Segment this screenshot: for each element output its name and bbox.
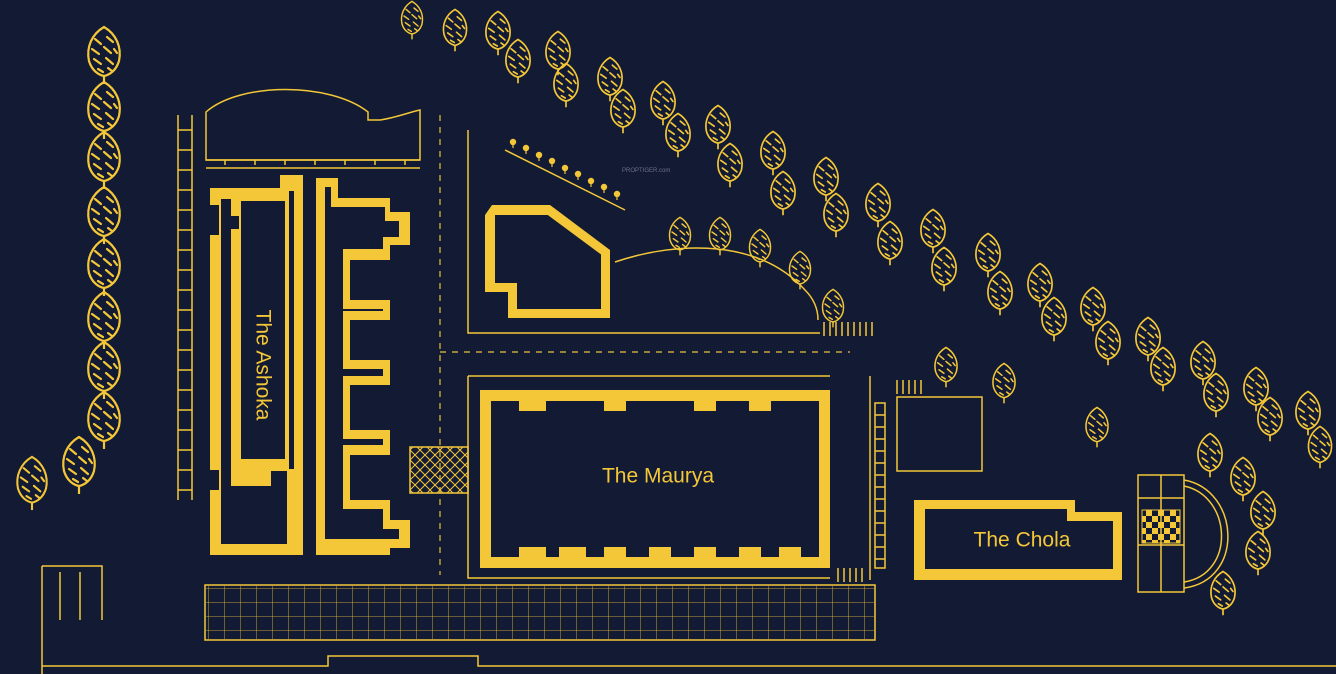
building-ashoka: The Ashoka: [210, 175, 410, 555]
tree-icon: [484, 10, 512, 56]
site-boundary: [41, 115, 1336, 674]
tree-icon: [400, 0, 424, 40]
tree-icon: [552, 62, 580, 108]
tree-icon: [876, 220, 904, 266]
tree-icon: [986, 270, 1014, 316]
tree-icon: [86, 25, 122, 85]
tree-icon: [609, 88, 637, 134]
tree-icon: [596, 56, 624, 102]
tree-icon: [934, 346, 958, 388]
watermark: PROPTIGER.com: [622, 168, 670, 174]
tree-icon: [1229, 456, 1257, 502]
tree-icon: [759, 130, 787, 176]
tree-icon: [1134, 316, 1162, 362]
connecting-bridge: [409, 446, 469, 494]
ashoka-label: The Ashoka: [251, 310, 274, 421]
tree-icon: [544, 30, 572, 76]
tree-icon: [822, 192, 850, 238]
tree-icon: [716, 142, 744, 188]
tree-icon: [86, 185, 122, 245]
tree-icon: [1040, 296, 1068, 342]
steps: [823, 322, 922, 582]
tree-icon: [1256, 396, 1284, 442]
tree-icon: [704, 104, 732, 150]
building-maurya: The Maurya: [480, 390, 830, 568]
maurya-label: The Maurya: [602, 465, 714, 488]
tree-icon: [1189, 340, 1217, 386]
tree-icon: [86, 130, 122, 190]
building-upper: [485, 205, 819, 321]
tree-icon: [1094, 320, 1122, 366]
tree-icon: [864, 182, 892, 228]
tree-icon: [86, 390, 122, 450]
tree-icon: [992, 362, 1016, 404]
tree-icon: [1307, 425, 1333, 469]
pool-area: [1137, 474, 1229, 593]
tree-icon: [16, 455, 48, 511]
tree-icon: [1149, 346, 1177, 392]
tree-icon: [1244, 530, 1272, 576]
tree-icon: [442, 8, 468, 52]
tree-icon: [61, 435, 97, 495]
tree-icon: [1249, 490, 1277, 536]
tree-icon: [504, 38, 532, 84]
sapling-row: [504, 138, 626, 211]
tree-icon: [1085, 406, 1109, 448]
tree-icon: [769, 170, 797, 216]
clubhouse: [205, 88, 421, 169]
chola-label: The Chola: [974, 529, 1071, 552]
tree-icon: [1209, 570, 1237, 616]
tree-icon: [86, 80, 122, 140]
tree-icon: [86, 340, 122, 400]
tree-icon: [821, 288, 845, 328]
internal-road: [439, 115, 850, 579]
tree-icon: [1242, 366, 1270, 412]
building-chola: The Chola: [914, 500, 1122, 580]
tree-icon: [974, 232, 1002, 278]
tree-icon: [788, 250, 812, 290]
tree-icon: [1196, 432, 1224, 478]
tree-icon: [664, 112, 692, 158]
utility-block: [896, 396, 983, 472]
tree-icon: [86, 290, 122, 350]
tree-icon: [930, 246, 958, 292]
tree-icon: [86, 237, 122, 297]
tree-icon: [919, 208, 947, 254]
tree-icon: [1202, 372, 1230, 418]
tree-icon: [1079, 286, 1107, 332]
